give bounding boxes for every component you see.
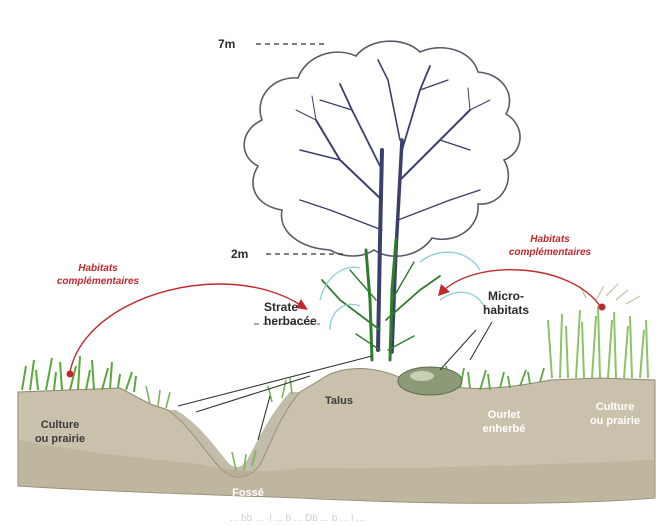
height-marker-7m: 7m — [218, 37, 328, 51]
strate-herbacee-label: Strate — [264, 300, 298, 314]
talus-label: Talus — [325, 395, 353, 407]
culture-left-label: Culture — [41, 419, 80, 431]
rock-micro-habitat — [398, 367, 462, 395]
bottom-caption: ... bb ... ·l ... b ... Db ... b ... l .… — [230, 513, 365, 524]
fosse-label: Fossé — [232, 487, 264, 499]
light-shrub — [320, 252, 486, 330]
left-field-grass — [22, 356, 136, 392]
culture-right-label: Culture — [596, 401, 635, 413]
arrow-tail-right — [599, 304, 606, 311]
ourlet-label: Ourlet — [488, 409, 521, 421]
right-field-grass — [548, 306, 648, 378]
rock-highlight — [410, 371, 434, 381]
habitats-left-label: Habitats — [78, 263, 118, 274]
micro-habitats-label: Micro- — [488, 289, 524, 303]
arrow-habitats-left — [70, 284, 302, 372]
habitats-right-label-2: complémentaires — [509, 247, 592, 258]
strate-herbacee-label-2: herbacée — [264, 314, 317, 328]
micro-habitats-label-2: habitats — [483, 303, 529, 317]
soil-profile — [18, 369, 655, 504]
height-label-2m: 2m — [231, 247, 248, 261]
habitats-left-label-2: complémentaires — [57, 276, 140, 287]
height-label-7m: 7m — [218, 37, 235, 51]
habitats-right-label: Habitats — [530, 234, 570, 245]
ourlet-label-2: enherbé — [483, 423, 526, 435]
culture-left-label-2: ou prairie — [35, 433, 85, 445]
arrow-tail-left — [67, 371, 74, 378]
culture-right-label-2: ou prairie — [590, 415, 640, 427]
